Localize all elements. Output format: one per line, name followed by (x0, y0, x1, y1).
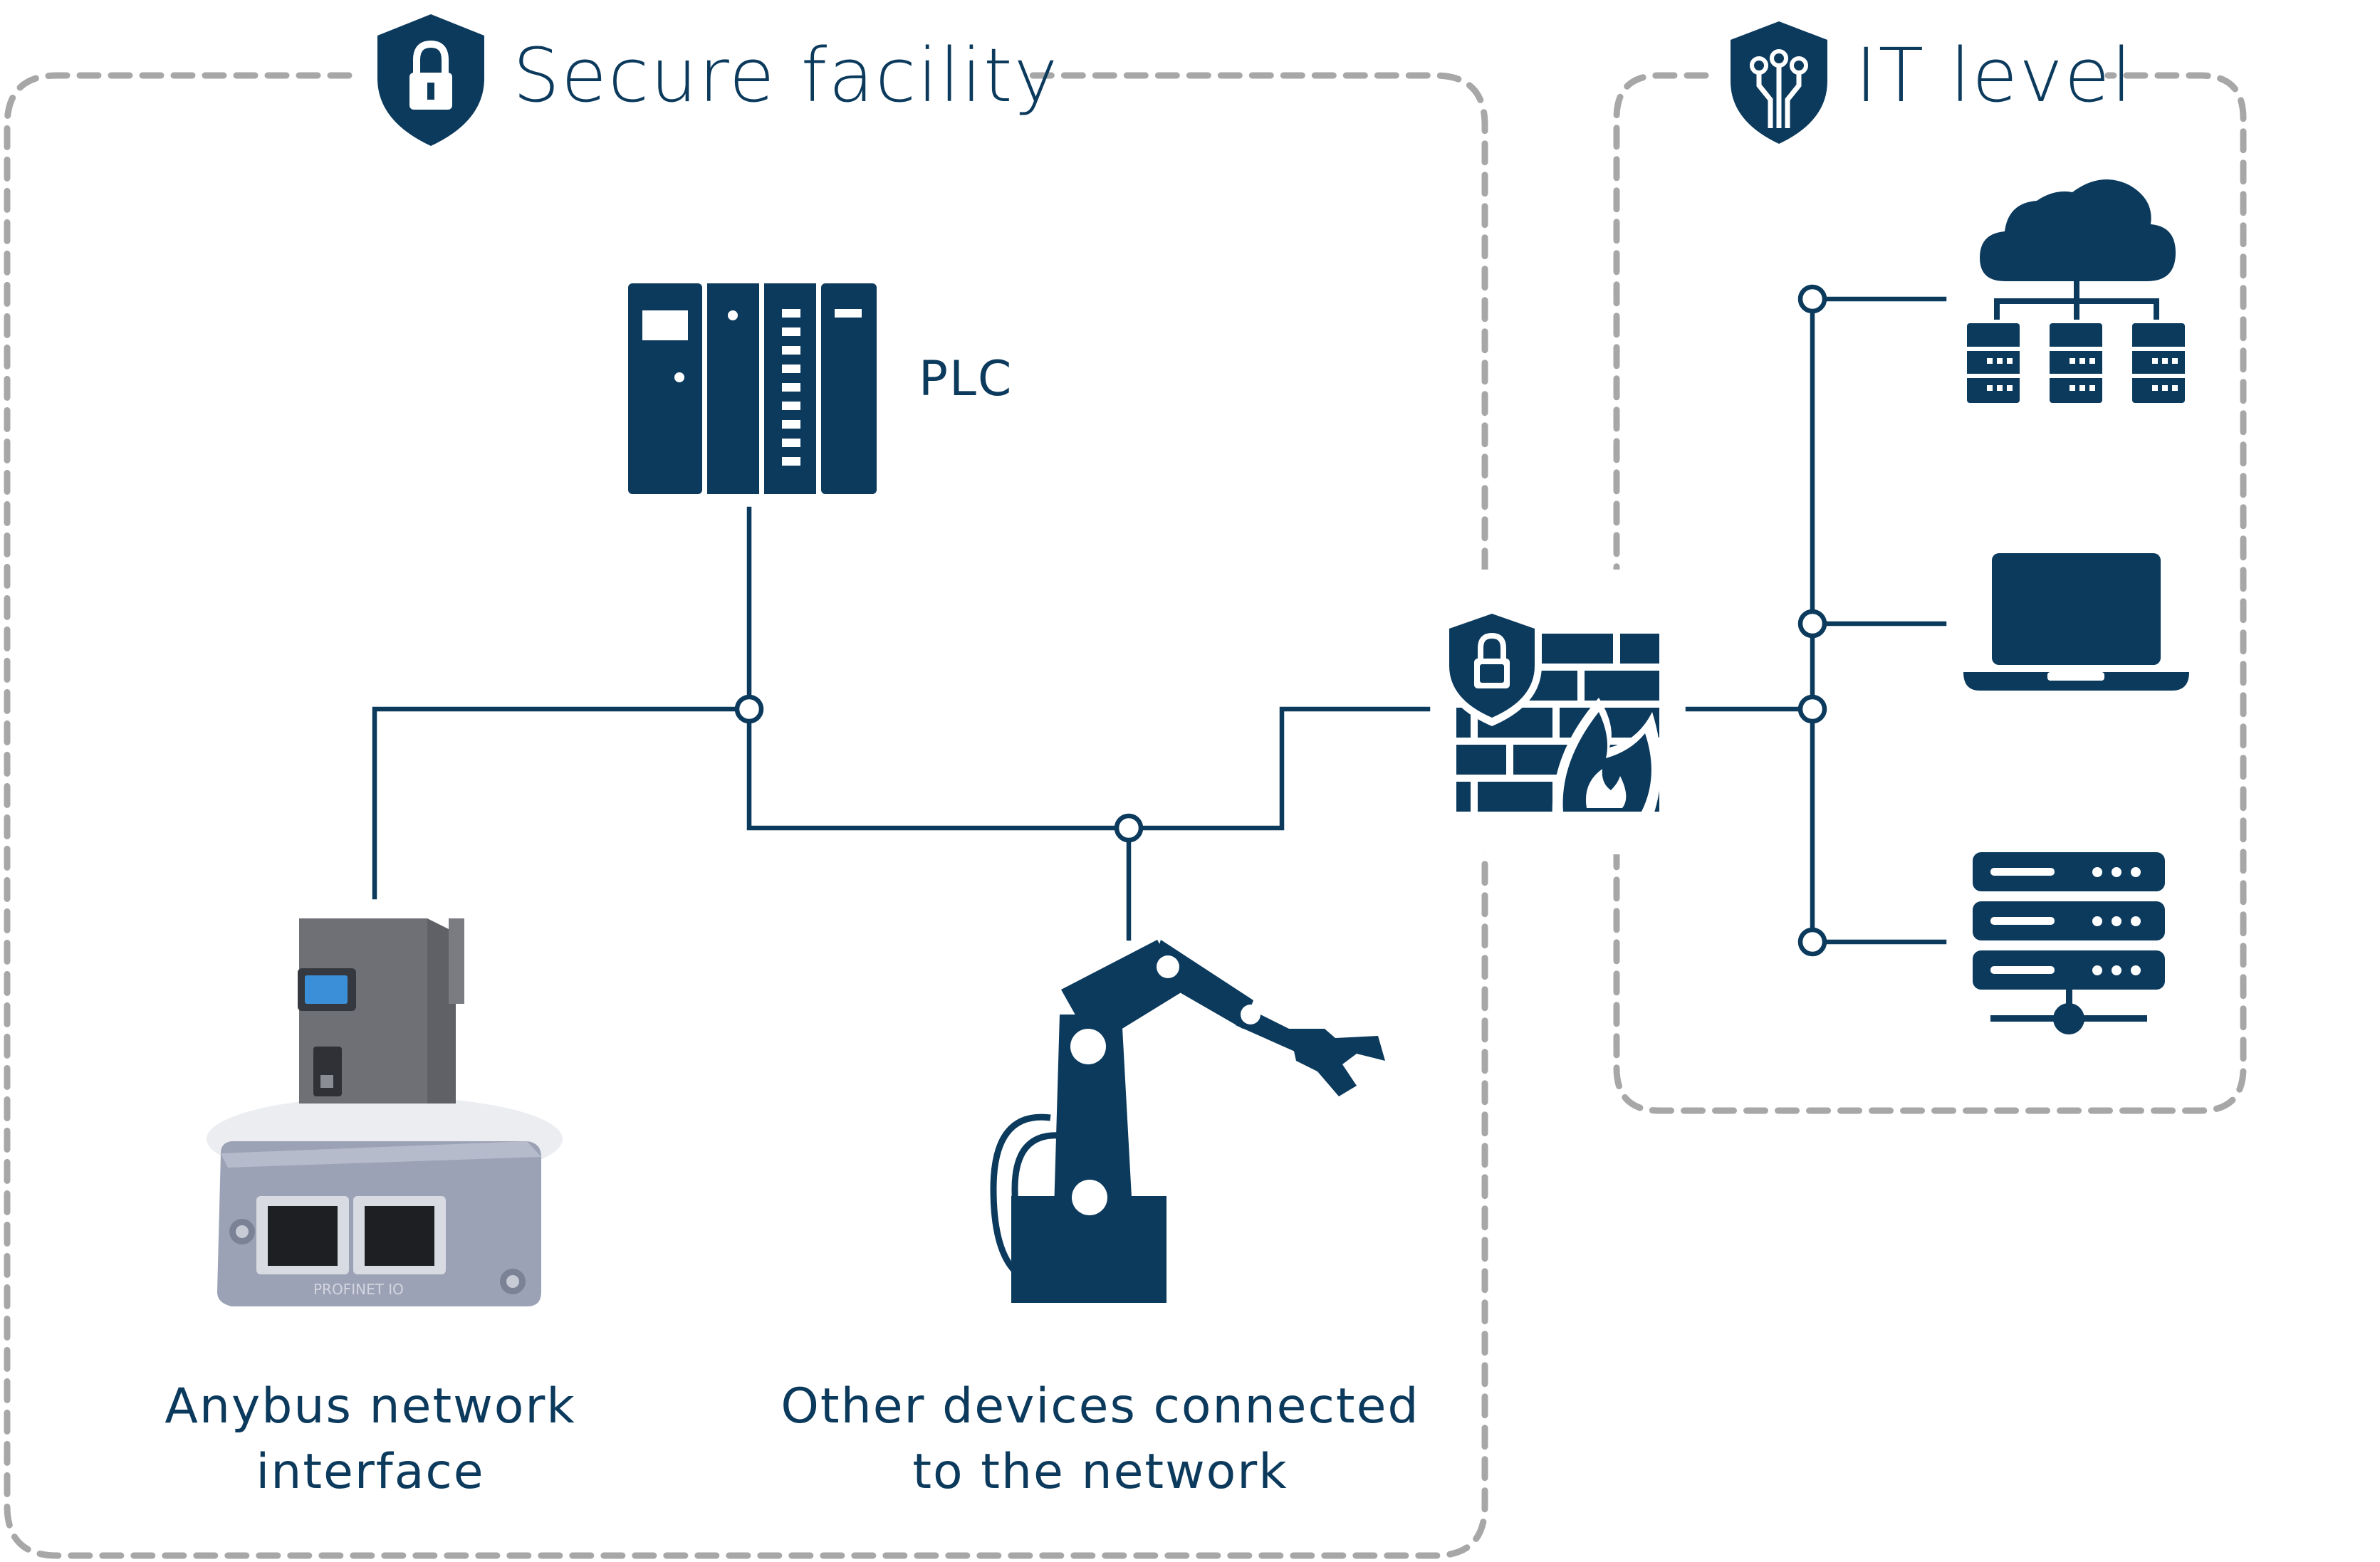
secure-facility-shield-icon (377, 14, 484, 146)
secure-facility-title: Secure facility (513, 32, 1059, 119)
firewall-icon (1442, 605, 1661, 819)
robot-junction-node (1114, 813, 1144, 843)
plc-label: PLC (919, 351, 1013, 407)
server-junction-node (1797, 927, 1827, 957)
plc-junction-node (734, 694, 764, 724)
it-level-shield-icon (1731, 21, 1827, 144)
cloud-network-icon (1967, 179, 2185, 403)
anybus-label-line1: Anybus network (165, 1378, 575, 1435)
laptop-junction-node (1797, 609, 1827, 639)
other-devices-label-line2: to the network (912, 1444, 1288, 1500)
other-devices-label-line1: Other devices connected (781, 1378, 1419, 1435)
it-level-title: IT level (1855, 32, 2134, 119)
plc-icon (628, 283, 877, 494)
cloud-junction-node (1797, 284, 1827, 314)
anybus-device-image: PROFINET IO (207, 918, 563, 1306)
anybus-port-label: PROFINET IO (313, 1281, 404, 1298)
secure-network-wires (372, 506, 1431, 941)
robot-arm-icon (990, 940, 1385, 1303)
server-rack-icon (1973, 852, 2165, 1034)
laptop-icon (1963, 553, 2189, 691)
anybus-label-line2: interface (256, 1444, 484, 1500)
firewall-junction-node (1797, 694, 1827, 724)
